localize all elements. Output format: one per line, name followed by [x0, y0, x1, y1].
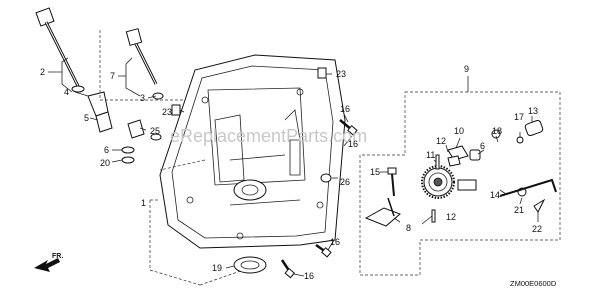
callout-12-top: 12	[436, 136, 446, 146]
callout-9: 9	[464, 64, 469, 74]
bolt-15	[387, 167, 397, 197]
washer-26	[320, 173, 332, 183]
callout-labels: 2 4 5 7 3 6 20 25 1 23 23 16 16 26 16 16…	[40, 64, 542, 281]
callout-26: 26	[340, 177, 350, 187]
callout-23-right: 23	[336, 69, 346, 79]
callout-3: 3	[140, 93, 145, 103]
shaft-rod-14	[499, 178, 557, 197]
callout-23-left: 23	[162, 107, 172, 117]
governor-weights	[447, 145, 469, 167]
callout-22: 22	[532, 224, 542, 234]
callout-1: 1	[141, 198, 146, 208]
oil-level-switch	[524, 119, 544, 137]
callout-10-bottom: 16	[330, 237, 340, 247]
callout-17: 17	[514, 112, 524, 122]
oil-seal	[233, 256, 267, 274]
callout-11: 11	[426, 150, 435, 160]
callout-12-bottom: 12	[446, 212, 456, 222]
callout-2: 2	[40, 67, 45, 77]
flange-bolts	[280, 119, 358, 279]
callout-14: 14	[490, 190, 500, 200]
callout-10: 10	[454, 126, 464, 136]
float-parts	[457, 129, 527, 197]
diagram-code: ZM00E0600D	[510, 279, 557, 288]
callout-18: 18	[492, 126, 502, 136]
callout-7: 7	[110, 71, 115, 81]
callout-8: 8	[406, 223, 411, 233]
governor-arm-8	[364, 197, 401, 227]
crankcase-cover	[159, 54, 346, 249]
callout-16-top: 16	[340, 104, 350, 114]
dipstick-long	[35, 7, 85, 93]
callout-25: 25	[150, 126, 160, 136]
callout-16-bottom: 16	[304, 271, 314, 281]
callout-16-mid: 16	[348, 139, 358, 149]
watermark-text: eReplacementParts.com	[170, 126, 367, 146]
assembly-bracket-9	[359, 91, 561, 276]
direction-label: FR.	[52, 253, 63, 260]
oil-filler-tube	[87, 91, 113, 133]
callout-13: 13	[528, 106, 538, 116]
callout-21: 21	[514, 205, 524, 215]
callout-6-right: 6	[480, 141, 485, 151]
callout-19: 19	[212, 263, 222, 273]
governor-slider	[469, 149, 481, 161]
front-direction-arrow	[34, 258, 60, 272]
callout-4: 4	[64, 87, 69, 97]
clip-22	[533, 198, 546, 213]
callout-15: 15	[370, 167, 380, 177]
governor-gear	[421, 165, 455, 199]
dipstick-short	[125, 28, 164, 100]
oil-fill-plug	[121, 119, 162, 164]
callout-20: 20	[100, 158, 110, 168]
callout-6: 6	[104, 145, 109, 155]
callout-5: 5	[84, 113, 89, 123]
